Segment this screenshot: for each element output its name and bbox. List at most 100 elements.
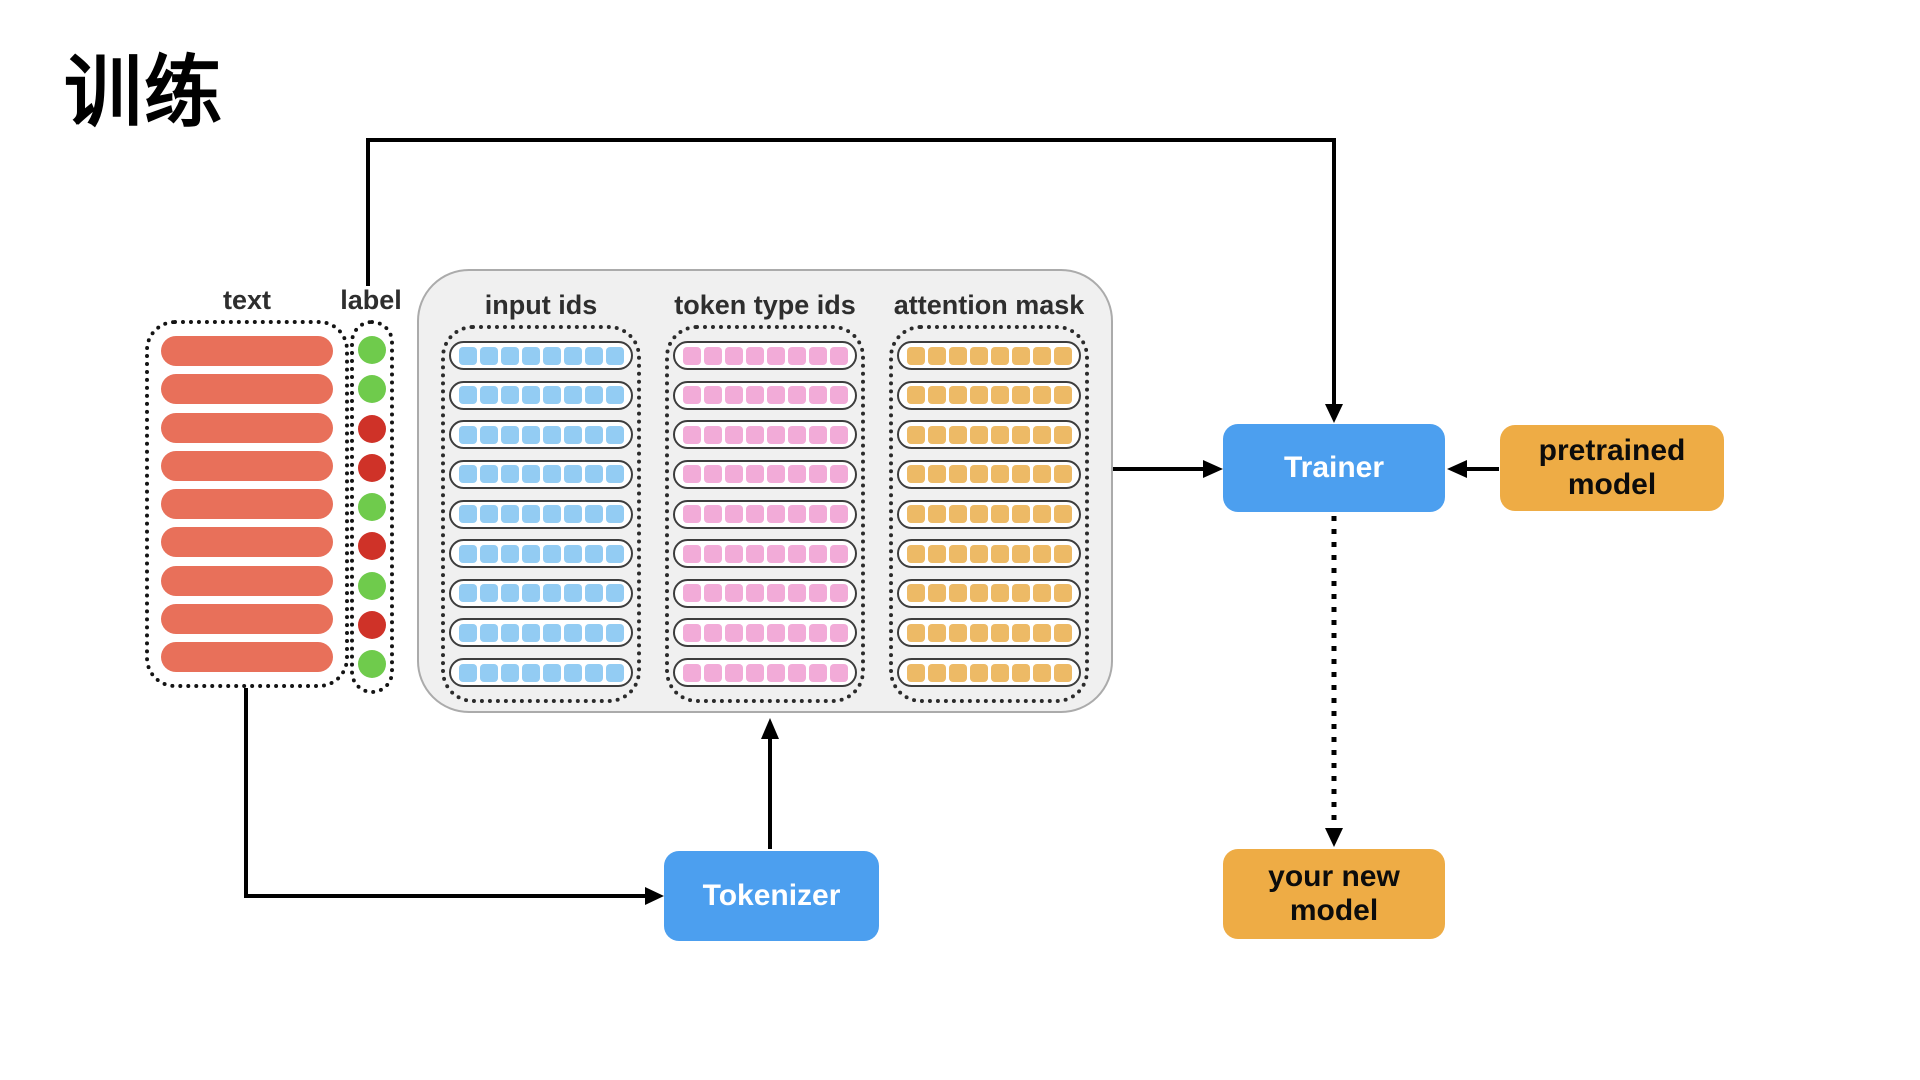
attention-mask-cell — [906, 386, 925, 405]
attention-mask-cell — [990, 425, 1009, 444]
input-ids-cell — [605, 425, 624, 444]
attention-mask-row — [897, 578, 1081, 608]
attention-mask-cell — [906, 544, 925, 563]
label-dot-green — [358, 571, 386, 600]
input-ids-cell — [605, 465, 624, 484]
attention-mask-cell — [1053, 425, 1072, 444]
attention-mask-cell — [1011, 346, 1030, 365]
label-dot-green — [358, 650, 386, 678]
label-to-trainer-arrowhead-icon — [1325, 404, 1343, 423]
token-type-ids-cell — [682, 544, 701, 563]
attention-mask-cell — [1032, 544, 1051, 563]
token-type-ids-cell — [829, 663, 848, 682]
token-type-ids-cell — [682, 465, 701, 484]
token-type-ids-cell — [787, 544, 806, 563]
input-ids-cell — [458, 544, 477, 563]
attention-mask-cell — [1053, 623, 1072, 642]
label-column-header: label — [340, 285, 402, 315]
token-type-ids-cell — [703, 425, 722, 444]
attention-mask-cell — [990, 465, 1009, 484]
input-ids-header: input ids — [484, 290, 598, 320]
token-type-ids-cell — [724, 623, 743, 642]
token-type-ids-cell — [808, 663, 827, 682]
attention-mask-cell — [1053, 505, 1072, 523]
token-type-ids-cell — [808, 346, 827, 365]
input-ids-cell — [500, 346, 519, 365]
attention-mask-cell — [1032, 663, 1051, 682]
token-type-ids-cell — [787, 505, 806, 523]
attention-mask-cell — [927, 663, 946, 682]
attention-mask-row — [897, 539, 1081, 569]
text-row-bar — [161, 565, 333, 596]
attention-mask-cell — [1053, 386, 1072, 405]
token-type-ids-cell — [703, 584, 722, 603]
input-ids-cell — [458, 465, 477, 484]
token-type-ids-cell — [724, 505, 743, 523]
input-ids-cell — [563, 386, 582, 405]
input-ids-cell — [563, 544, 582, 563]
text-row-bar — [161, 603, 333, 634]
input-ids-row — [449, 539, 633, 569]
attention-mask-cell — [990, 663, 1009, 682]
input-ids-cell — [605, 346, 624, 365]
token-type-ids-cell — [808, 465, 827, 484]
token-type-ids-cell — [745, 346, 764, 365]
text-to-tokenizer-connector — [244, 688, 645, 898]
input-ids-cell — [521, 623, 540, 642]
attention-mask-cell — [948, 465, 967, 484]
features-panel: input ids token type ids attention mask — [417, 269, 1113, 713]
input-ids-cell — [584, 505, 603, 523]
input-ids-cell — [542, 425, 561, 444]
attention-mask-cell — [969, 346, 988, 365]
attention-mask-cell — [1011, 505, 1030, 523]
input-ids-cell — [584, 425, 603, 444]
input-ids-cell — [500, 386, 519, 405]
token-type-ids-cell — [703, 465, 722, 484]
label-to-trainer-connector — [366, 138, 1336, 412]
features-columns — [441, 325, 1089, 703]
token-type-ids-cell — [724, 425, 743, 444]
input-ids-cell — [479, 465, 498, 484]
input-ids-cell — [542, 584, 561, 603]
text-row-bar — [161, 336, 333, 366]
attention-mask-cell — [1053, 465, 1072, 484]
token-type-ids-cell — [724, 465, 743, 484]
input-ids-cell — [563, 623, 582, 642]
input-ids-cell — [542, 544, 561, 563]
token-type-ids-cell — [808, 386, 827, 405]
attention-mask-cell — [1011, 623, 1030, 642]
token-type-ids-cell — [724, 663, 743, 682]
attention-mask-cell — [969, 544, 988, 563]
input-ids-cell — [563, 584, 582, 603]
input-ids-row — [449, 380, 633, 410]
token-type-ids-cell — [766, 346, 785, 365]
attention-mask-cell — [1032, 505, 1051, 523]
token-type-ids-cell — [682, 386, 701, 405]
attention-mask-cell — [906, 584, 925, 603]
attention-mask-header: attention mask — [893, 290, 1085, 320]
token-type-ids-cell — [829, 346, 848, 365]
attention-mask-cell — [948, 663, 967, 682]
attention-mask-cell — [948, 386, 967, 405]
token-type-ids-cell — [808, 544, 827, 563]
input-ids-cell — [563, 505, 582, 523]
input-ids-cell — [563, 465, 582, 484]
input-ids-cell — [521, 584, 540, 603]
token-type-ids-column — [665, 325, 865, 703]
attention-mask-cell — [990, 346, 1009, 365]
token-type-ids-cell — [829, 584, 848, 603]
input-ids-cell — [500, 623, 519, 642]
input-ids-cell — [563, 663, 582, 682]
token-type-ids-cell — [745, 465, 764, 484]
attention-mask-cell — [990, 505, 1009, 523]
token-type-ids-cell — [787, 623, 806, 642]
attention-mask-cell — [906, 425, 925, 444]
attention-mask-cell — [1011, 425, 1030, 444]
input-ids-cell — [500, 584, 519, 603]
attention-mask-cell — [948, 505, 967, 523]
input-ids-cell — [479, 346, 498, 365]
token-type-ids-cell — [703, 505, 722, 523]
attention-mask-cell — [927, 584, 946, 603]
token-type-ids-row — [673, 459, 857, 489]
attention-mask-cell — [969, 465, 988, 484]
